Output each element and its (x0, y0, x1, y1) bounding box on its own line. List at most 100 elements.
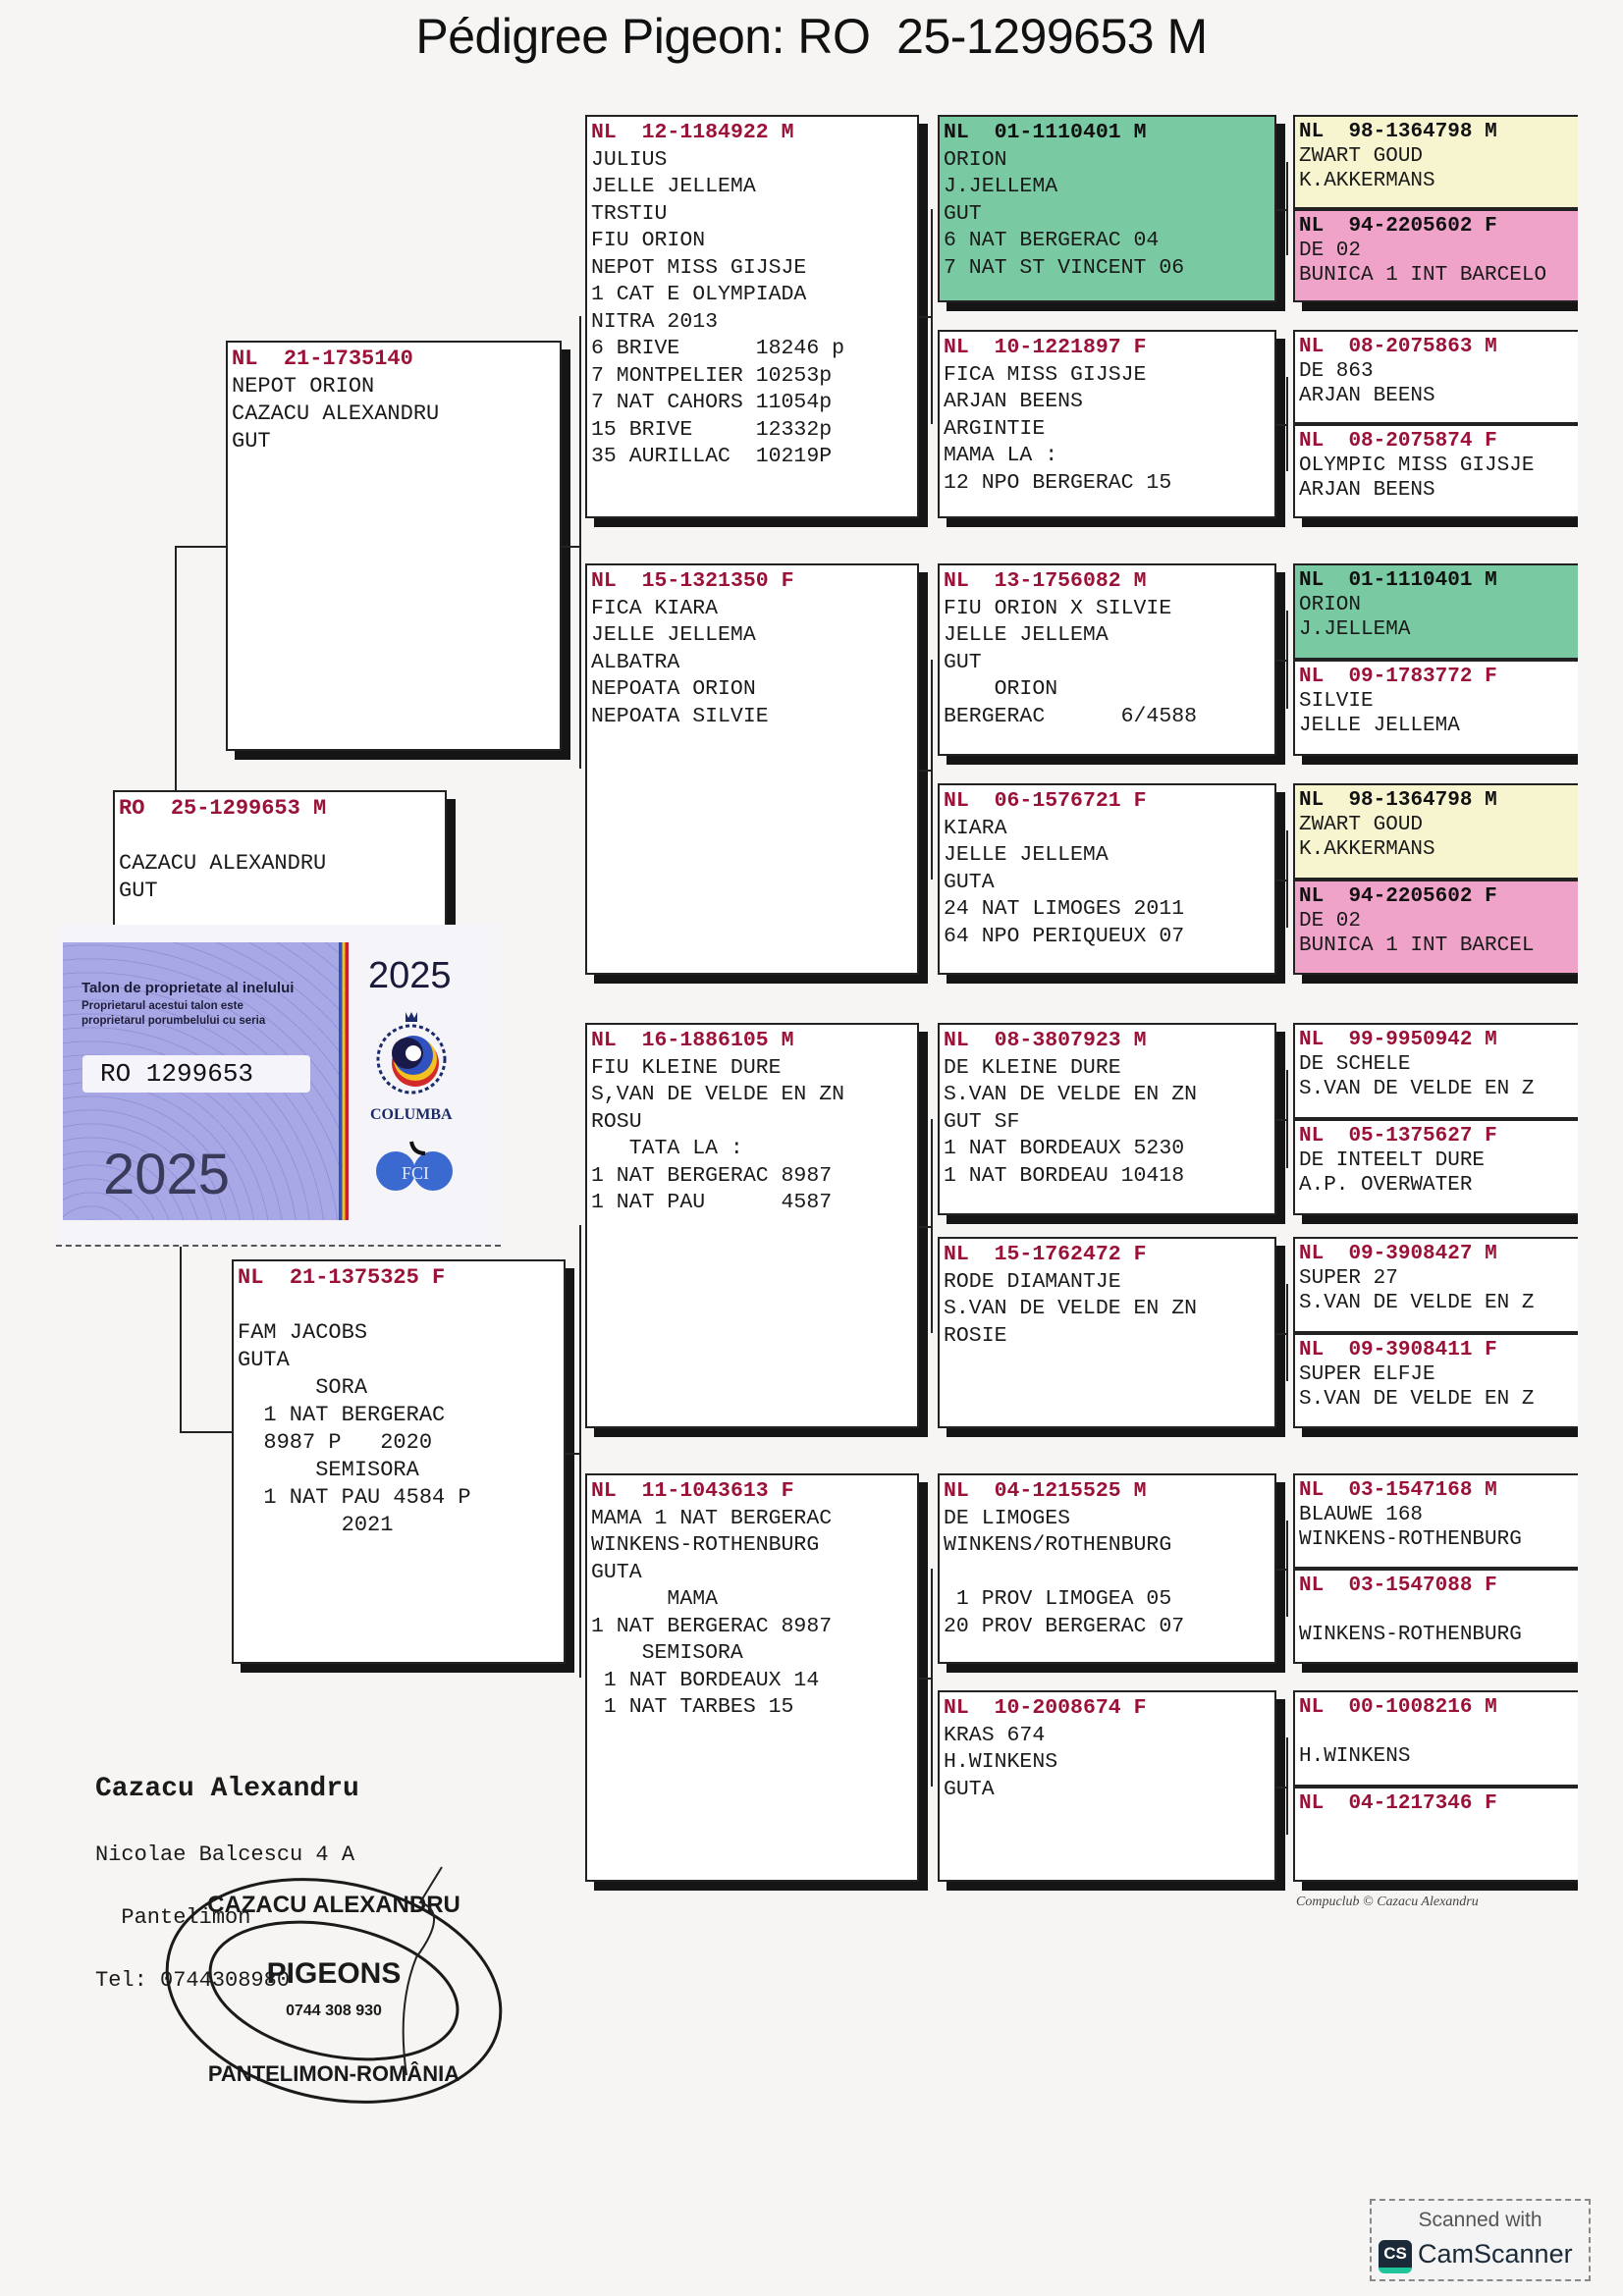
pigeon-info-line: SEMISORA (591, 1641, 743, 1665)
ring-sex: F (1485, 215, 1497, 238)
pigeon-info-line (119, 823, 441, 850)
scanned-with-text: Scanned with (1418, 2209, 1542, 2231)
pigeon-info-line: 1 NAT BORDEAUX 14 (591, 1668, 820, 1692)
ring-header: NL 12-1184922 M (591, 120, 913, 147)
gg-grandparent-box: NL 04-1217346 F (1293, 1787, 1578, 1882)
pigeon-info-line: ARJAN BEENS (1299, 385, 1435, 407)
talon-year-large: 2025 (103, 1143, 231, 1206)
pigeon-info-line: SEMISORA (238, 1458, 419, 1482)
talon-ring-number: RO 1299653 (82, 1055, 310, 1093)
ring-number: 03-1547088 (1348, 1575, 1473, 1597)
pigeon-info-line: WINKENS-ROTHENBURG (1299, 1624, 1522, 1646)
pigeon-info-line: CAZACU ALEXANDRU (232, 401, 440, 426)
ring-number: 15-1762472 (994, 1243, 1121, 1266)
pigeon-info-line: GUTA (944, 870, 995, 894)
ring-country: NL (944, 121, 969, 144)
pigeon-info-line: 64 NPO PERIQUEUX 07 (944, 924, 1185, 948)
ring-country: NL (591, 1479, 617, 1503)
pigeon-info-line: ARJAN BEENS (1299, 479, 1435, 502)
pigeon-info-line: SUPER ELFJE (1299, 1363, 1435, 1386)
pigeon-info-line: S.VAN DE VELDE EN ZN (944, 1083, 1198, 1106)
pigeon-info-line: OLYMPIC MISS GIJSJE (1299, 454, 1535, 477)
box-shadow-bar (1302, 1664, 1578, 1673)
box-shadow-bar (1302, 302, 1578, 311)
connector-line (1286, 1737, 1288, 1835)
connector-line (579, 316, 581, 769)
owner-stamp: CAZACU ALEXANDRU PIGEONS 0744 308 930 PA… (165, 1866, 503, 2104)
ring-number: 08-2075863 (1348, 336, 1473, 358)
pigeon-info-line: 7 NAT CAHORS 11054p (591, 391, 833, 414)
ring-number: 94-2205602 (1348, 885, 1473, 908)
pigeon-info-line: JELLE JELLEMA (1299, 715, 1460, 737)
connector-line (1276, 880, 1286, 881)
ring-number: 09-1783772 (1348, 666, 1473, 688)
ring-sex: F (1133, 789, 1147, 813)
ring-number: 11-1043613 (641, 1479, 769, 1503)
ring-country: NL (591, 1029, 617, 1052)
talon-title: Talon de proprietate al inelului (81, 980, 295, 996)
ring-country: NL (944, 1479, 969, 1503)
owner-city: Pantelimon (95, 1905, 251, 1930)
ring-number: 08-3807923 (994, 1029, 1121, 1052)
ring-country: NL (944, 336, 969, 359)
ring-sex: M (1133, 121, 1147, 144)
fci-logo-icon: FCI (376, 1141, 453, 1191)
pigeon-info-line: ZWART GOUD (1299, 145, 1424, 168)
pigeon-info-line: H.WINKENS (944, 1750, 1058, 1774)
ring-header: NL 13-1756082 M (944, 568, 1271, 596)
ring-sex: M (1485, 1479, 1497, 1502)
ring-sex: M (1485, 789, 1497, 812)
pigeon-info-line: 1 NAT PAU 4584 P (238, 1485, 471, 1510)
ring-number: 08-2075874 (1348, 430, 1473, 453)
pigeon-info-line: MAMA (591, 1587, 719, 1611)
ring-number: 99-9950942 (1348, 1029, 1473, 1051)
ring-sex: F (1485, 1575, 1497, 1597)
pigeon-info-line: 2021 (238, 1513, 394, 1537)
box-shadow-bar (1302, 1882, 1578, 1891)
pigeon-info-line: BLAUWE 168 (1299, 1504, 1424, 1526)
pigeon-info-line: 1 NAT BERGERAC 8987 (591, 1163, 833, 1188)
box-shadow-bar (1302, 756, 1578, 765)
pigeon-info-line: S.VAN DE VELDE EN ZN (944, 1297, 1198, 1320)
ring-country: NL (1299, 336, 1325, 358)
pigeon-info-line: GUTA (944, 1777, 995, 1801)
ring-number: 98-1364798 (1348, 121, 1473, 143)
ring-sex: F (1485, 666, 1497, 688)
ring-country: NL (591, 569, 617, 593)
box-shadow-bar (1302, 1428, 1578, 1437)
ring-sex: M (1485, 1243, 1497, 1265)
ring-sex: M (1133, 1029, 1147, 1052)
pigeon-info-line: 7 MONTPELIER 10253p (591, 363, 833, 388)
ring-country: NL (1299, 1029, 1325, 1051)
ring-header: NL 06-1576721 F (944, 788, 1271, 816)
signature-icon (402, 1866, 443, 2076)
connector-line (180, 1139, 182, 1433)
ring-sex: F (781, 569, 794, 593)
pigeon-info-line: 1 NAT BERGERAC 8987 (591, 1614, 833, 1638)
ring-number: 15-1321350 (641, 569, 769, 593)
ring-number: 01-1110401 (994, 121, 1121, 144)
pigeon-info-line: KIARA (944, 816, 1007, 840)
pigeon-info-line: GUT (119, 879, 158, 903)
pigeon-info-line: WINKENS-ROTHENBURG (1299, 1528, 1522, 1551)
pigeon-info-line: BUNICA 1 INT BARCEL (1299, 934, 1535, 957)
ring-number: 09-3908411 (1348, 1339, 1473, 1362)
pigeon-info-line: DE KLEINE DURE (944, 1055, 1121, 1080)
ring-country: NL (238, 1265, 264, 1290)
page-title: Pédigree Pigeon: RO 25-1299653 M (415, 9, 1208, 64)
ring-sex: M (313, 796, 327, 821)
columba-logo-icon (376, 1012, 447, 1095)
connector-line (931, 208, 933, 424)
ring-sex: F (1485, 430, 1497, 453)
